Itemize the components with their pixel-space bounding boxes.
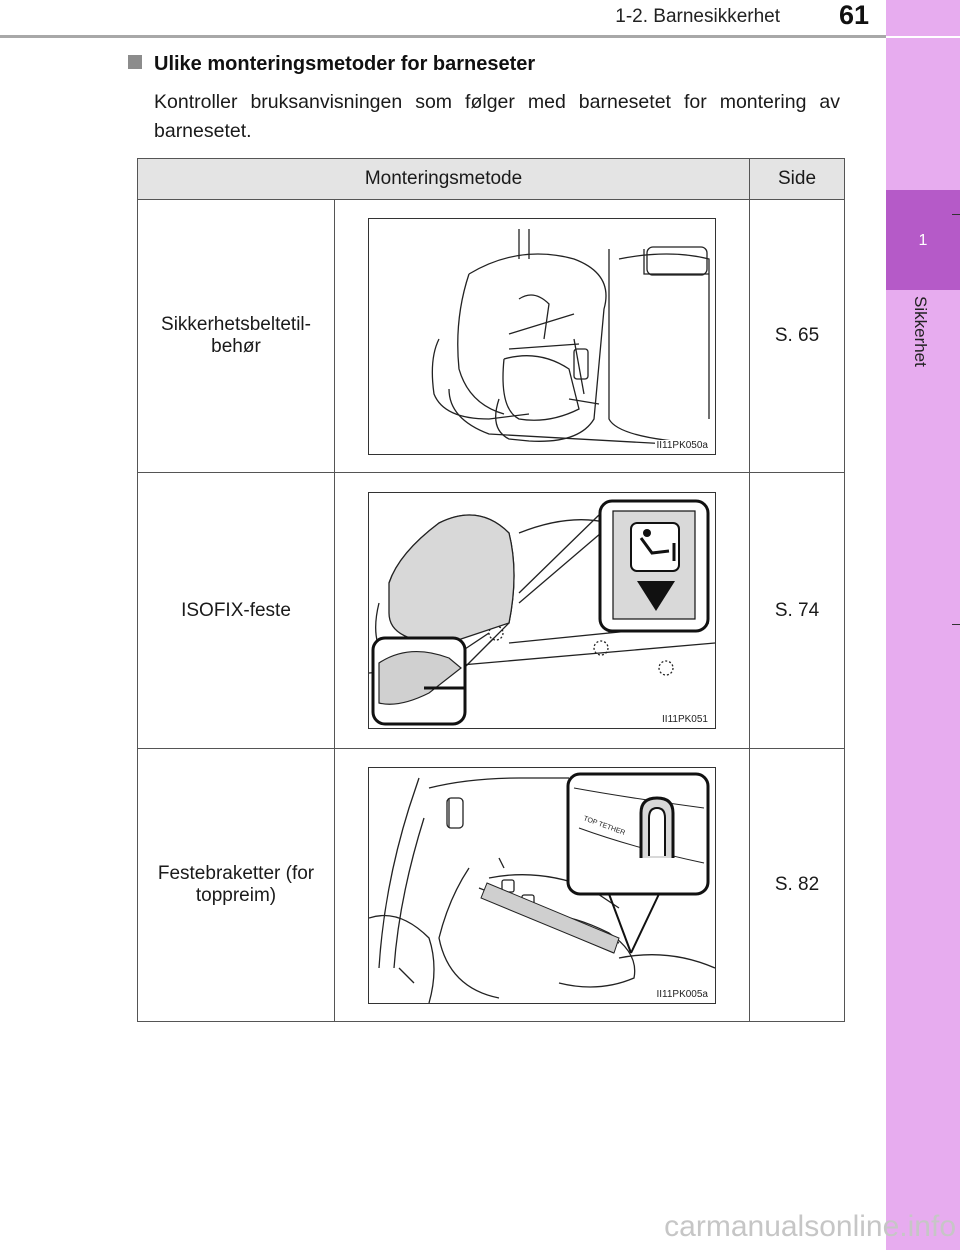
method-cell: Sikkerhetsbeltetil-behør bbox=[137, 199, 335, 473]
top-tether-figure: TOP TETHER II11PK005a bbox=[368, 766, 716, 1004]
figure-code: II11PK005a bbox=[655, 988, 709, 1000]
isofix-figure: II11PK051 bbox=[368, 492, 716, 729]
chapter-tab bbox=[886, 0, 960, 1250]
header-rule bbox=[0, 35, 886, 38]
figure-code: II11PK050a bbox=[655, 439, 709, 451]
column-header-method: Monteringsmetode bbox=[137, 158, 750, 200]
method-cell: Festebraketter (for toppreim) bbox=[137, 748, 335, 1022]
section-title: 1-2. Barnesikkerhet bbox=[615, 6, 780, 27]
figure-cell: TOP TETHER II11PK005a bbox=[334, 748, 750, 1022]
chapter-name: Sikkerhet bbox=[886, 296, 960, 436]
top-tether-anchor-icon: TOP TETHER bbox=[369, 772, 715, 1003]
section-heading: Ulike monteringsmetoder for barneseter bbox=[128, 53, 535, 76]
section-heading-text: Ulike monteringsmetoder for barneseter bbox=[154, 53, 536, 75]
page-reference-cell: S. 82 bbox=[749, 748, 845, 1022]
page-reference-cell: S. 74 bbox=[749, 472, 845, 749]
table-header-row: Monteringsmetode Side bbox=[137, 158, 845, 200]
method-cell: ISOFIX-feste bbox=[137, 472, 335, 749]
table-row: Festebraketter (for toppreim) bbox=[137, 748, 845, 1022]
chapter-name-label: Sikkerhet bbox=[911, 296, 930, 367]
figure-code: II11PK051 bbox=[661, 714, 709, 725]
page-reference-cell: S. 65 bbox=[749, 199, 845, 473]
seatbelt-child-seat-figure: II11PK050a bbox=[368, 217, 716, 455]
square-bullet-icon bbox=[128, 55, 142, 69]
watermark: carmanualsonline.info bbox=[664, 1210, 956, 1243]
figure-cell: II11PK050a bbox=[334, 199, 750, 473]
chapter-tab-active bbox=[886, 190, 960, 290]
page-number: 61 bbox=[838, 0, 870, 30]
tab-tick-mark bbox=[952, 624, 960, 625]
table-row: Sikkerhetsbeltetil-behør bbox=[137, 199, 845, 473]
column-header-page: Side bbox=[749, 158, 845, 200]
installation-methods-table: Monteringsmetode Side Sikkerhetsbeltetil… bbox=[137, 158, 845, 1022]
tab-tick-mark bbox=[952, 214, 960, 215]
chapter-number: 1 bbox=[918, 232, 928, 249]
intro-paragraph: Kontroller bruksanvisningen som følger m… bbox=[154, 91, 840, 142]
table-row: ISOFIX-feste bbox=[137, 472, 845, 749]
isofix-anchor-icon bbox=[369, 499, 715, 726]
figure-cell: II11PK051 bbox=[334, 472, 750, 749]
child-seat-seatbelt-icon bbox=[431, 228, 710, 445]
chapter-tab-divider bbox=[886, 36, 960, 38]
